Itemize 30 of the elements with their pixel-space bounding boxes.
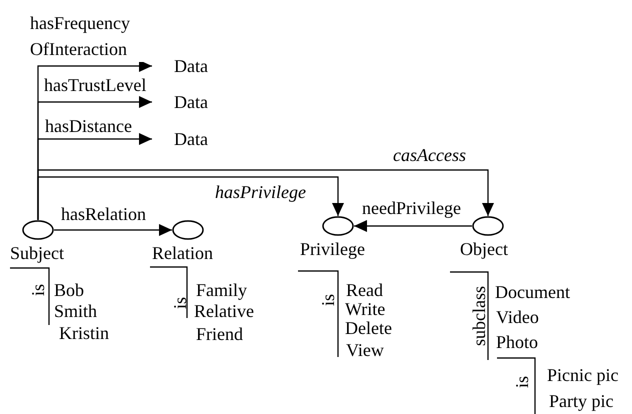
instance-label: Picnic pic <box>547 364 618 386</box>
relation-label: is <box>169 297 191 309</box>
node-label: Data <box>152 128 208 150</box>
instance-label: Read <box>346 279 383 301</box>
node-label: Privilege <box>300 238 365 260</box>
relation-label: is <box>27 284 49 296</box>
node-label: Data <box>152 55 208 77</box>
arrow <box>37 176 344 220</box>
instance-label: Smith <box>54 300 98 322</box>
relation-label: is <box>511 376 533 388</box>
instance-label: Video <box>496 306 539 328</box>
arrow <box>54 224 172 236</box>
node-label: Subject <box>10 242 64 264</box>
instance-label: Delete <box>345 317 392 339</box>
instance-label: Kristin <box>59 322 110 344</box>
relation-label: subclass <box>468 286 490 346</box>
instance-label: Bob <box>54 279 84 301</box>
instance-label: Photo <box>496 331 538 353</box>
instance-label: Write <box>345 298 386 320</box>
node-label: Data <box>152 91 208 113</box>
instance-label: Document <box>495 281 570 303</box>
node-label: Object <box>460 238 508 260</box>
instance-label: Family <box>196 279 248 301</box>
node-label: Relation <box>152 242 213 264</box>
arrow <box>354 220 472 232</box>
relation-label: is <box>317 294 339 306</box>
instance-label: Party pic <box>549 390 614 412</box>
instance-label: Relative <box>194 300 254 322</box>
instance-label: Friend <box>196 323 243 345</box>
instance-label: View <box>346 339 384 361</box>
